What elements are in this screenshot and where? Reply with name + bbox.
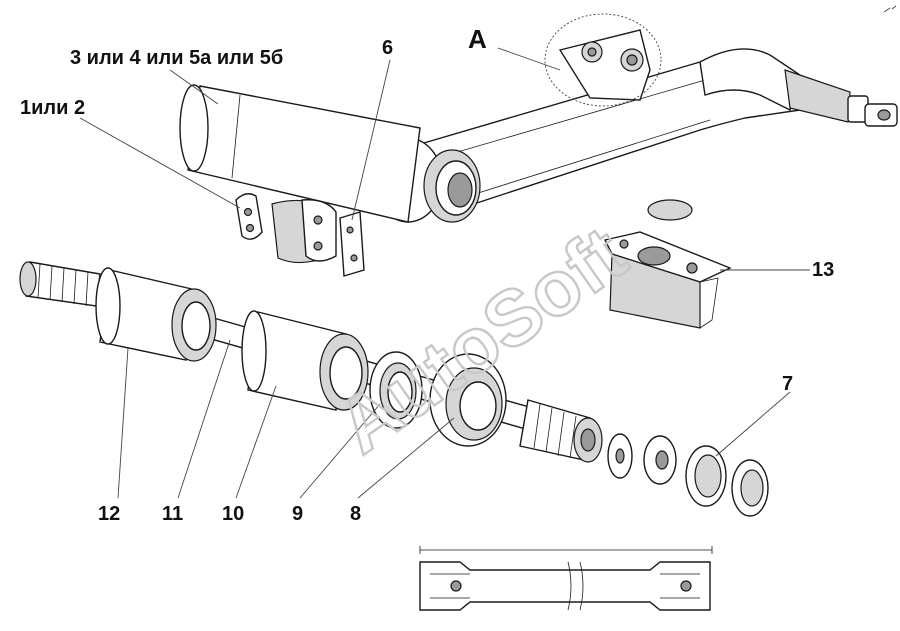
label-part-9: 9: [292, 503, 303, 525]
beam-housing: [371, 13, 898, 223]
label-parts-1-2: 1или 2: [20, 97, 85, 119]
label-part-11: 11: [162, 503, 183, 525]
bushing-12: [95, 267, 217, 362]
label-parts-3-4-5: 3 или 4 или 5а или 5б: [70, 47, 283, 69]
plate-1-2: [235, 193, 263, 240]
washers-7: [607, 433, 769, 517]
label-part-7: 7: [782, 373, 793, 395]
support-plate-13: [603, 231, 732, 329]
label-part-12: 12: [98, 503, 120, 525]
pad-oval: [647, 199, 693, 221]
label-part-13: 13: [812, 259, 834, 281]
label-view-a: A: [468, 24, 487, 54]
label-part-8: 8: [350, 503, 361, 525]
corner-mark: [883, 5, 897, 13]
bracket-block: [271, 199, 337, 264]
label-part-6: 6: [382, 37, 393, 59]
plate-6: [339, 211, 365, 277]
shaft-section-view: [419, 546, 713, 611]
seal-ring-8: [429, 353, 507, 447]
bushing-10: [241, 310, 369, 411]
label-part-10: 10: [222, 503, 244, 525]
bearing-9: [369, 351, 423, 429]
shim-sleeve: [179, 84, 421, 223]
leader-lines: [79, 47, 810, 499]
